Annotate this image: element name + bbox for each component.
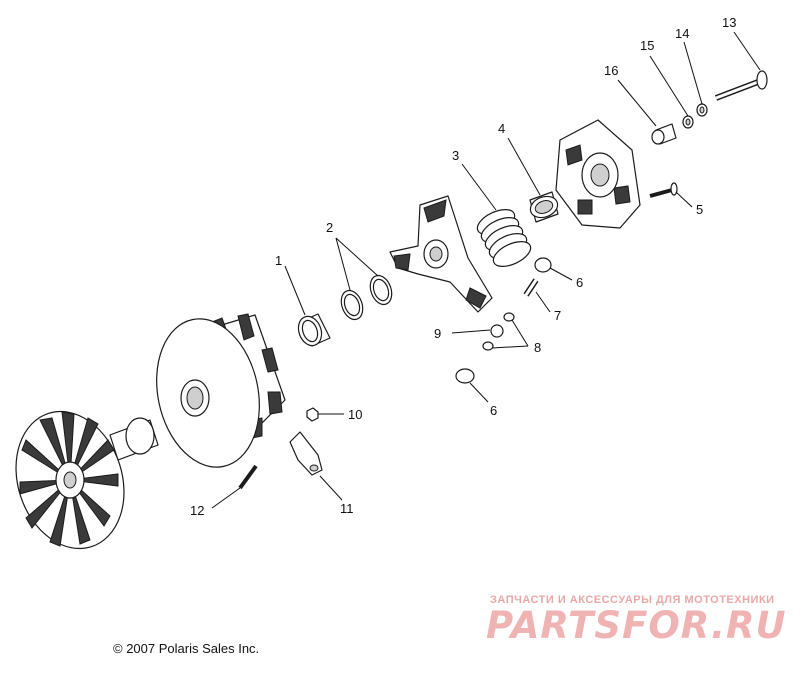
callout-16: 16 xyxy=(604,63,618,78)
moveable-sheave-part xyxy=(156,313,286,468)
spider-part xyxy=(389,195,493,313)
weight-11-part xyxy=(289,431,323,476)
callout-8: 8 xyxy=(534,340,541,355)
callout-3: 3 xyxy=(452,148,459,163)
roller-6-top-part xyxy=(534,257,552,273)
cover-part xyxy=(555,119,641,229)
nut-10-part xyxy=(306,407,319,422)
callout-6b: 6 xyxy=(490,403,497,418)
washer-15-part xyxy=(682,115,694,129)
callout-labels: 1 2 3 4 5 6 6 7 8 9 10 11 12 13 14 15 16 xyxy=(190,15,736,518)
callout-12: 12 xyxy=(190,503,204,518)
callout-10: 10 xyxy=(348,407,362,422)
callout-13: 13 xyxy=(722,15,736,30)
leader-lines xyxy=(211,31,761,509)
callout-6a: 6 xyxy=(576,275,583,290)
roller-9-part xyxy=(490,324,504,338)
copyright-text: © 2007 Polaris Sales Inc. xyxy=(113,641,260,656)
roller-6-bottom-part xyxy=(455,368,475,384)
callout-4: 4 xyxy=(498,121,505,136)
fixed-sheave-part xyxy=(15,410,159,550)
spring-part xyxy=(476,209,532,267)
washers-8-part xyxy=(482,312,515,351)
callout-5: 5 xyxy=(696,202,703,217)
bushing-4-part xyxy=(529,191,559,223)
callout-1: 1 xyxy=(275,253,282,268)
bolt-5-part xyxy=(649,182,678,198)
watermark-subtitle: ЗАПЧАСТИ И АКСЕССУАРЫ ДЛЯ МОТОТЕХНИКИ xyxy=(490,594,775,606)
callout-2: 2 xyxy=(326,220,333,235)
bushing-part xyxy=(297,313,331,347)
watermark-logo[interactable]: PARTSFOR.RU xyxy=(486,604,787,647)
callout-9: 9 xyxy=(434,326,441,341)
bolt-13-part xyxy=(714,70,768,101)
callout-15: 15 xyxy=(640,38,654,53)
shim-washers-part xyxy=(340,274,393,321)
spacer-16-part xyxy=(651,123,677,145)
pin-12-part xyxy=(238,464,258,490)
callout-7: 7 xyxy=(554,308,561,323)
callout-14: 14 xyxy=(675,26,689,41)
pin-7-part xyxy=(523,278,539,297)
washer-14-part xyxy=(696,103,708,117)
callout-11: 11 xyxy=(340,501,354,516)
